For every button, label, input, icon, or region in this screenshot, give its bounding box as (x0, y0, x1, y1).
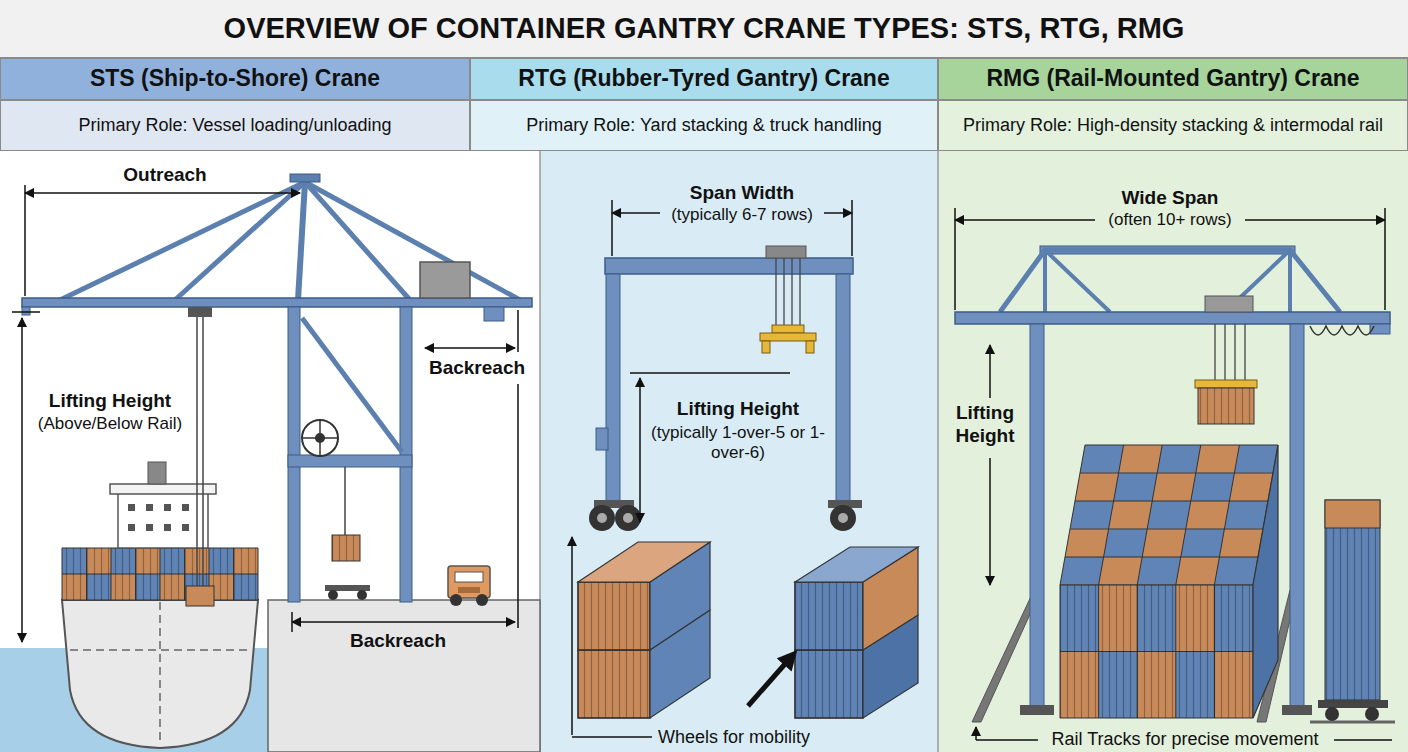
sts-dimensions (12, 185, 518, 642)
node-heading: Primary Role: Vessel loading/unloading (78, 115, 391, 137)
crane-header: RMG (Rail-Mounted Gantry) Crane (938, 58, 1408, 100)
role-band: Primary Role: Vessel loading/unloading (0, 100, 470, 151)
diagram-title: OVERVIEW OF CONTAINER GANTRY CRANE TYPES… (224, 11, 1185, 46)
role-band: Primary Role: High-density stacking & in… (938, 100, 1408, 151)
rtg-crane (589, 246, 862, 531)
dimension-label: Lifting Height (945, 402, 1025, 448)
dimension-label: Outreach (121, 164, 208, 187)
dimension-label: Span Width (688, 182, 796, 205)
note-label: (typically 1-over-5 or 1-over-6) (648, 423, 828, 464)
node-heading: RTG (Rubber-Tyred Gantry) Crane (518, 65, 889, 93)
sts-crane (22, 174, 532, 606)
node-heading: Primary Role: Yard stacking & truck hand… (526, 115, 882, 137)
dimension-label: Backreach (427, 357, 527, 380)
rail-wagon (1318, 500, 1388, 721)
node-heading: RMG (Rail-Mounted Gantry) Crane (986, 65, 1359, 93)
note-label: (often 10+ rows) (1106, 210, 1233, 230)
dimension-label: Backreach (348, 630, 448, 653)
note-label: Rail Tracks for precise movement (1049, 729, 1320, 751)
rmg-dimensions (955, 208, 1392, 740)
note-label: (typically 6-7 rows) (669, 205, 815, 225)
role-band: Primary Role: Yard stacking & truck hand… (470, 100, 938, 151)
rtg-dimensions (572, 200, 852, 737)
note-label: Wheels for mobility (656, 727, 812, 749)
crane-header: STS (Ship-to-Shore) Crane (0, 58, 470, 100)
dimension-label: Lifting Height (675, 398, 801, 421)
rmg-container-block (1060, 445, 1278, 718)
title-band: OVERVIEW OF CONTAINER GANTRY CRANE TYPES… (0, 0, 1408, 58)
crane-header: RTG (Rubber-Tyred Gantry) Crane (470, 58, 938, 100)
dimension-label: Lifting Height (47, 390, 173, 413)
node-heading: Primary Role: High-density stacking & in… (963, 115, 1383, 137)
rtg-containers (578, 542, 918, 718)
sts-scene (0, 462, 540, 752)
node-heading: STS (Ship-to-Shore) Crane (90, 65, 380, 93)
note-label: (Above/Below Rail) (36, 414, 185, 434)
dimension-label: Wide Span (1120, 187, 1221, 210)
